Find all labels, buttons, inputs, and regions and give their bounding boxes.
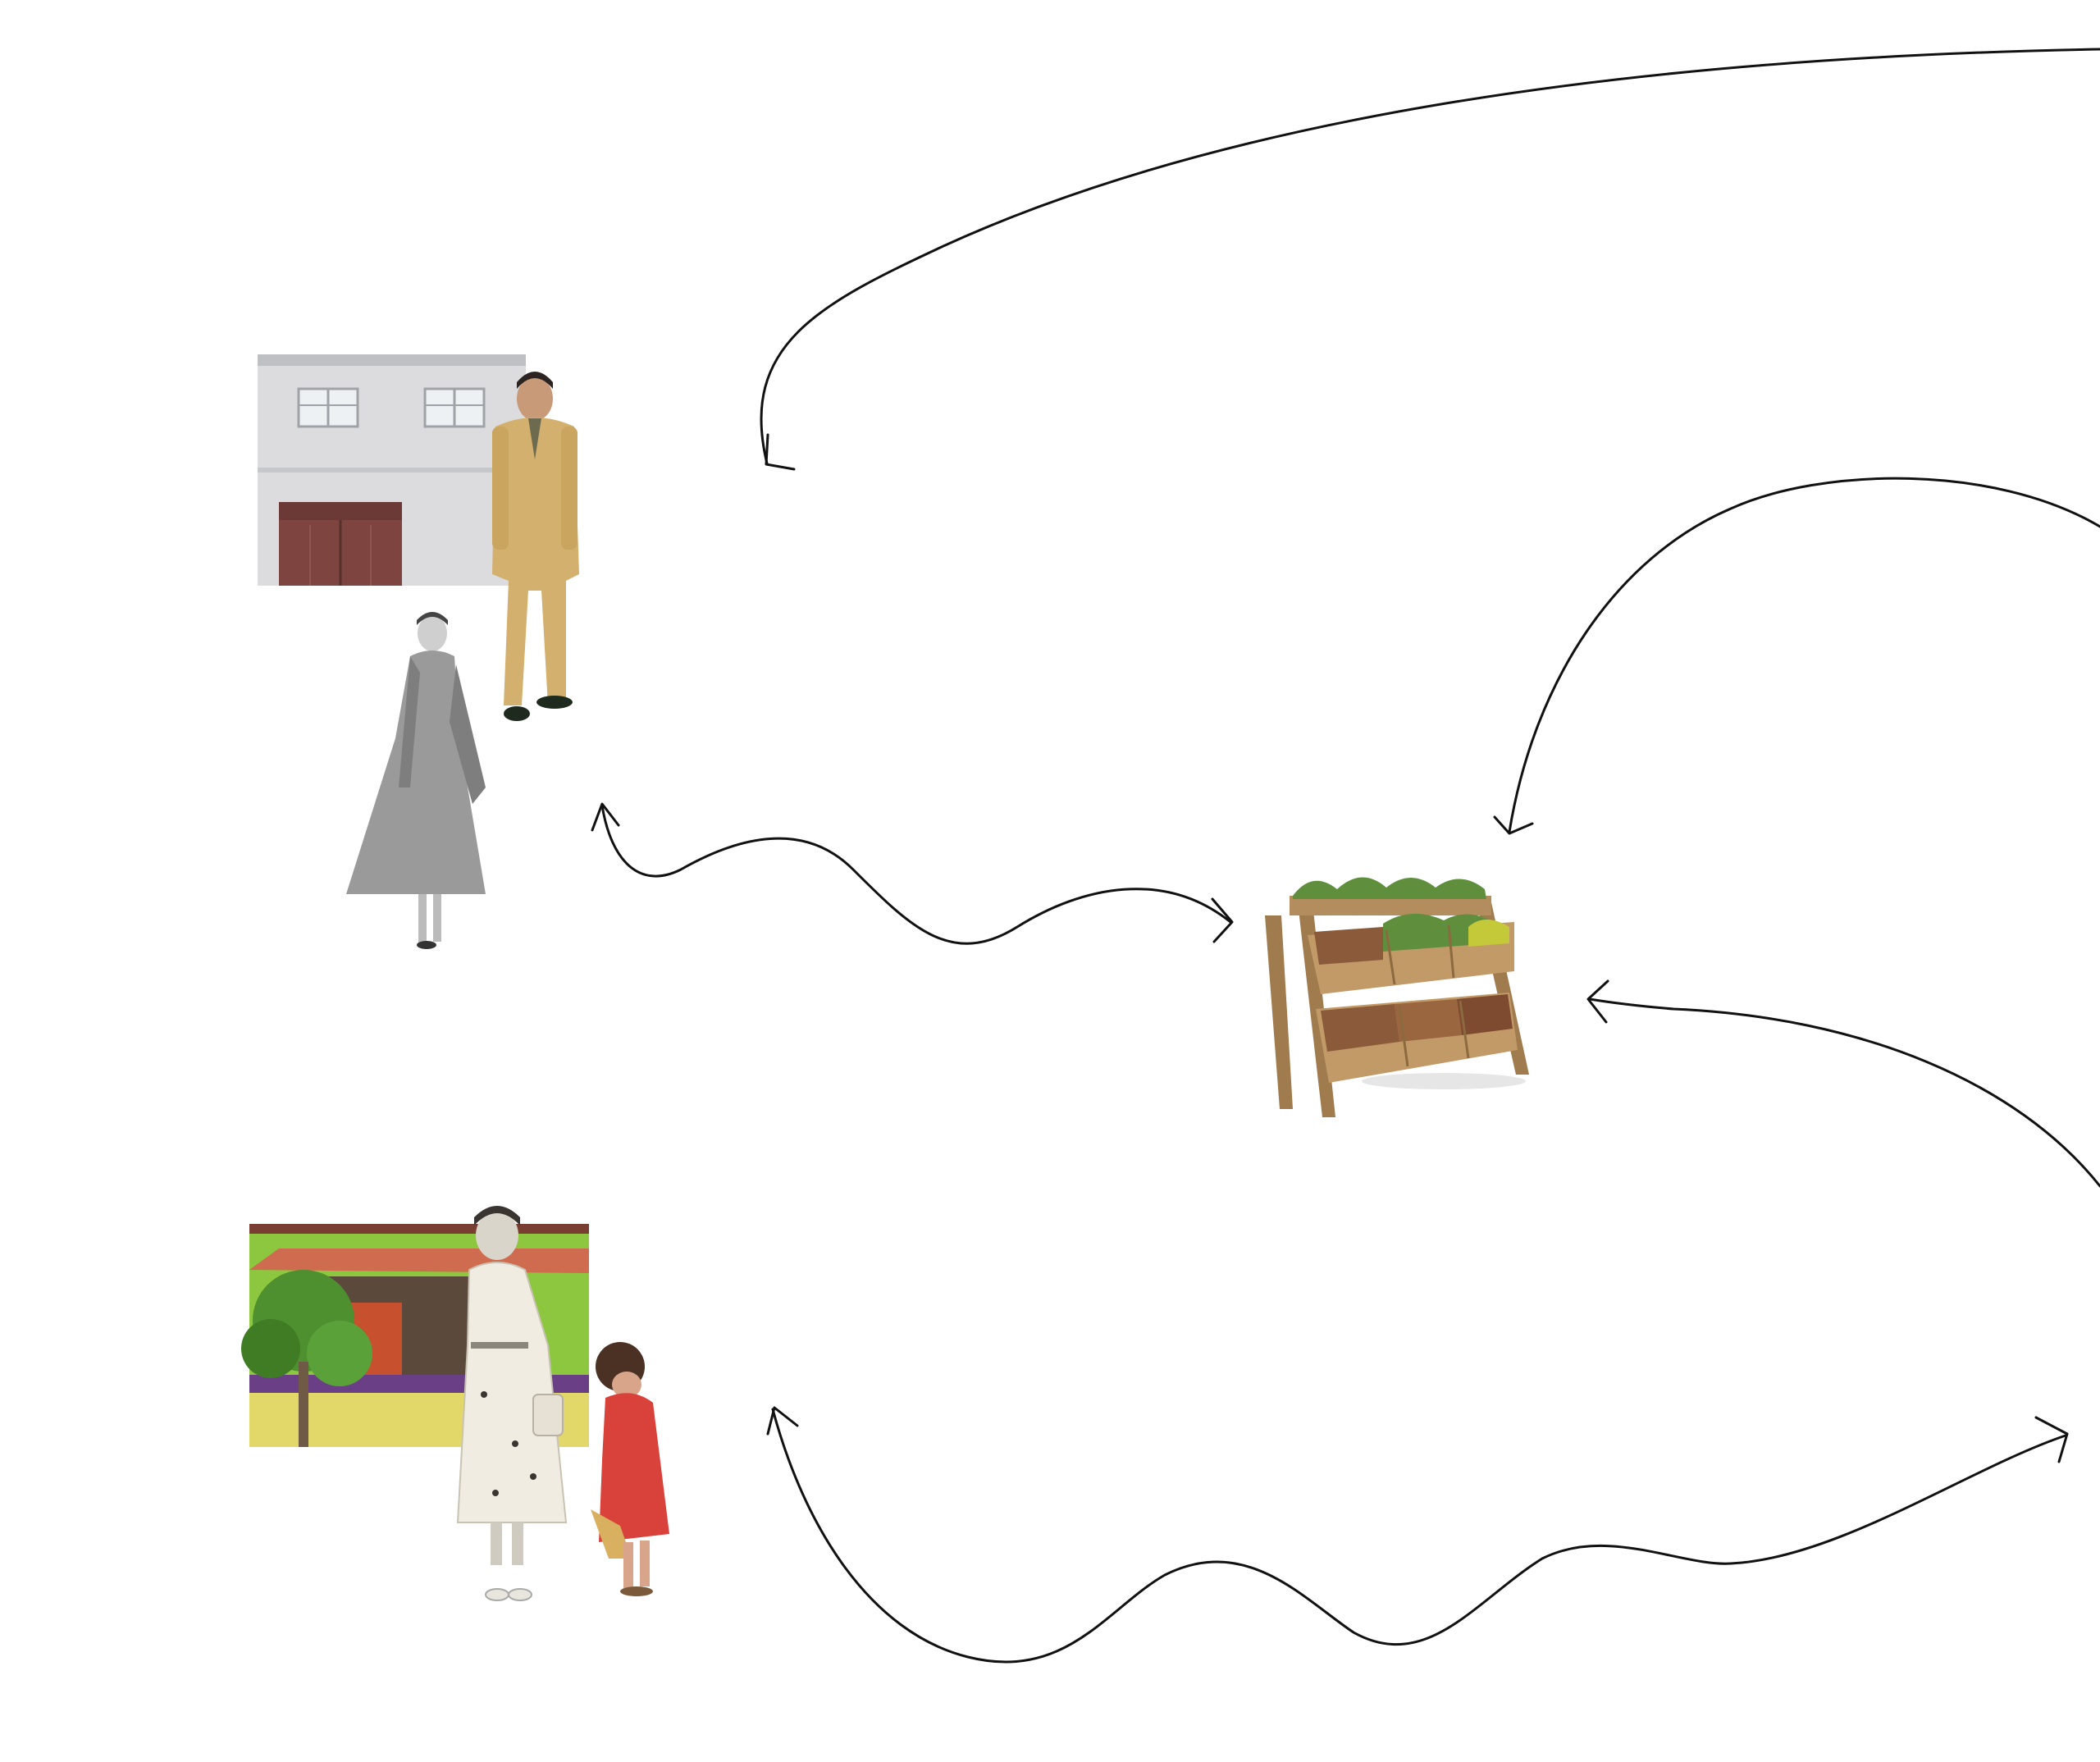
arrowhead-market-left <box>1211 897 1234 943</box>
man-in-tan-suit <box>492 372 579 721</box>
household-b-group <box>241 1206 669 1601</box>
woman-in-grey-coat <box>346 612 486 949</box>
arrowhead-market-top <box>1493 815 1534 835</box>
arrow-household-b-right <box>766 1406 2069 1664</box>
arrowhead-market-right <box>1586 979 1609 1024</box>
arrow-household-a-market <box>591 802 1234 945</box>
arrowhead-household-b <box>766 1406 799 1436</box>
market-stall-group <box>1265 877 1529 1117</box>
girl-in-red-dress <box>591 1342 669 1596</box>
arrowhead-household-a <box>765 433 796 471</box>
household-a-group <box>258 354 579 949</box>
arrowhead-household-a-end <box>591 802 620 832</box>
arrow-arch-to-market <box>1493 477 2100 835</box>
house-a-image <box>258 354 526 586</box>
arrowhead-right-end <box>2034 1416 2069 1463</box>
arrows-group <box>591 48 2100 1664</box>
woman-in-white-coat <box>456 1206 568 1601</box>
arrow-top-to-household-a <box>760 48 2100 471</box>
arrow-right-to-market <box>1586 979 2100 1188</box>
